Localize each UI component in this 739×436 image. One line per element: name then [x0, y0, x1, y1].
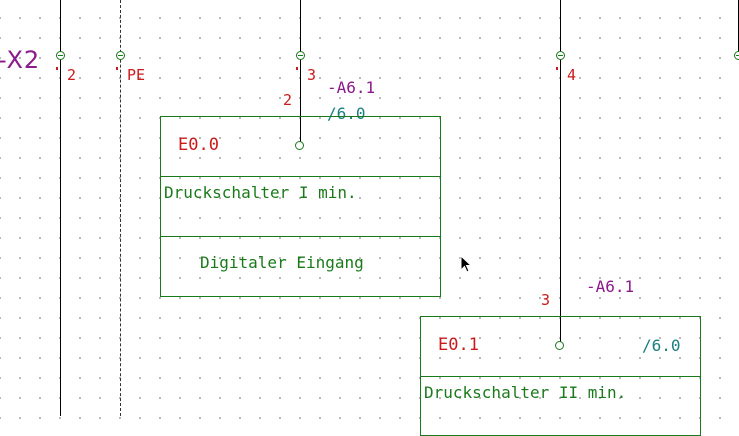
mouse-pointer-icon [460, 255, 473, 273]
terminal-pe-mark [116, 67, 118, 70]
device-a-pin-number: 2 [283, 91, 293, 109]
terminal-3-label: 3 [307, 66, 317, 84]
wire-terminal-2[interactable] [60, 0, 61, 416]
device-b-description: Druckschalter II min. [424, 383, 627, 402]
device-a-function: Digitaler Eingang [200, 253, 364, 272]
device-b-divider-1 [420, 376, 701, 377]
terminal-4-label: 4 [567, 66, 577, 84]
device-a-symbol[interactable] [160, 116, 441, 297]
terminal-pe-label: PE [127, 66, 146, 84]
device-b-pin-number: 3 [541, 291, 551, 309]
wire-terminal-4[interactable] [560, 0, 561, 342]
device-a-divider-1 [160, 176, 441, 177]
device-b-connection-point[interactable] [555, 341, 564, 350]
device-a-tag: -A6.1 [327, 78, 376, 97]
device-a-address: E0.0 [178, 135, 219, 155]
device-a-connection-point[interactable] [295, 141, 304, 150]
device-b-address: E0.1 [438, 335, 479, 355]
device-a-reference[interactable]: /6.0 [327, 104, 366, 123]
device-b-tag: -A6.1 [586, 277, 635, 296]
terminal-4-symbol[interactable] [556, 51, 565, 60]
terminal-2-symbol[interactable] [56, 51, 65, 60]
terminal-3-mark [296, 67, 298, 70]
wire-terminal-3[interactable] [300, 0, 301, 142]
device-a-divider-2 [160, 236, 441, 237]
strip-label: -X2 [0, 46, 41, 74]
device-b-reference[interactable]: /6.0 [642, 336, 681, 355]
device-a-description: Druckschalter I min. [164, 183, 357, 202]
wire-pe[interactable] [120, 0, 121, 416]
terminal-4-mark [556, 67, 558, 70]
terminal-2-label: 2 [67, 66, 77, 84]
terminal-2-mark [56, 67, 58, 70]
terminal-3-symbol[interactable] [296, 51, 305, 60]
terminal-edge-symbol[interactable] [734, 51, 739, 60]
terminal-pe-symbol[interactable] [116, 51, 125, 60]
